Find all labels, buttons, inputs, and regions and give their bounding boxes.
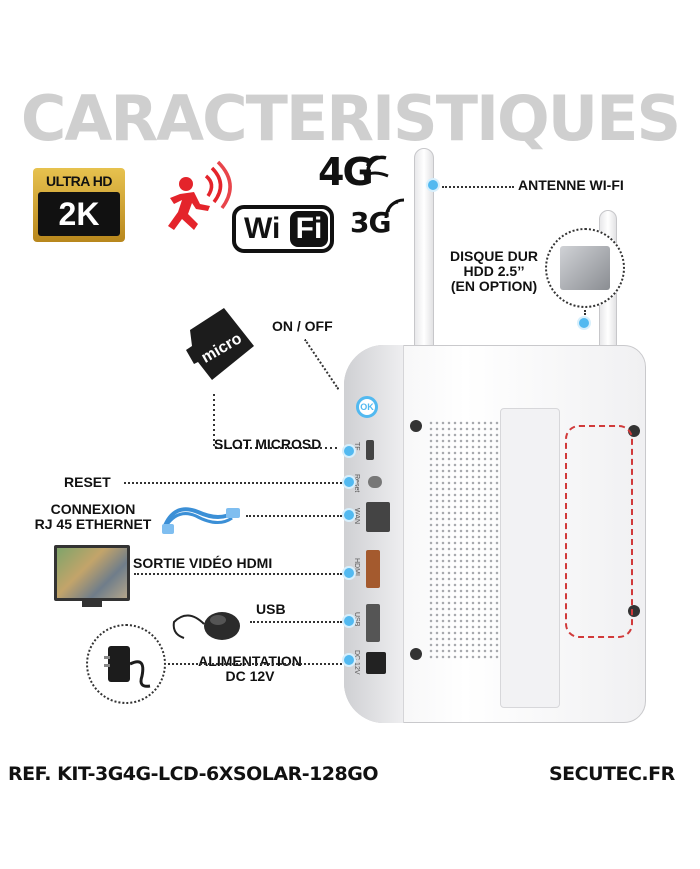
microsd-slot[interactable]	[366, 440, 374, 460]
reset-label: RESET	[64, 474, 111, 490]
reset-connector-line	[124, 482, 342, 484]
port-label-tf: TF	[353, 442, 360, 451]
wifi-badge: Wi Fi	[232, 205, 334, 253]
hdd-marker	[579, 318, 589, 328]
usb-marker	[344, 616, 354, 626]
usb-port[interactable]	[366, 604, 380, 642]
ultra-hd-2k-badge: ULTRA HD 2K	[33, 168, 125, 242]
on-off-label: ON / OFF	[272, 318, 333, 334]
rj45-connector-line	[246, 515, 342, 517]
badge-3g: 3G	[350, 206, 391, 239]
power-button[interactable]: OK	[356, 396, 378, 418]
wifi-badge-wi: Wi	[244, 212, 281, 245]
signal-4g-icon	[363, 155, 389, 178]
product-reference: REF. KIT-3G4G-LCD-6XSOLAR-128GO	[8, 763, 379, 785]
port-label-dc: DC 12V	[353, 650, 360, 675]
antenna-connector-line	[442, 186, 514, 188]
power-adapter-icon	[104, 646, 151, 688]
mouse-icon	[172, 612, 240, 640]
hdmi-connector-line	[134, 573, 342, 575]
usb-label: USB	[256, 601, 286, 617]
hdd-connector-line	[584, 310, 586, 322]
power-supply-connector-line	[168, 663, 342, 665]
hdd-label: DISQUE DUR HDD 2.5’’ (EN OPTION)	[436, 249, 552, 294]
port-label-wan: WAN	[353, 508, 360, 525]
port-label-hdmi: HDMI	[353, 558, 360, 576]
rj45-marker	[344, 510, 354, 520]
hard-drive-icon	[560, 246, 610, 290]
ultra-hd-label: ULTRA HD	[46, 173, 113, 189]
port-label-usb: USB	[353, 612, 360, 627]
antenna-marker	[428, 180, 438, 190]
power-supply-label: ALIMENTATION DC 12V	[182, 654, 318, 684]
wifi-badge-fi: Fi	[290, 211, 328, 247]
usb-connector-line	[250, 621, 342, 623]
monitor-icon	[54, 545, 130, 601]
power-supply-label-line1: ALIMENTATION	[198, 653, 302, 669]
rj45-label: CONNEXION RJ 45 ETHERNET	[24, 502, 162, 532]
microsd-marker	[344, 446, 354, 456]
dc-power-port[interactable]	[366, 652, 386, 674]
ethernet-cable-icon	[162, 507, 240, 534]
resolution-2k-label: 2K	[38, 192, 120, 236]
screw	[410, 420, 422, 432]
reset-button[interactable]	[368, 476, 382, 488]
reset-marker	[344, 477, 354, 487]
hdmi-marker	[344, 568, 354, 578]
monitor-stand	[82, 601, 102, 607]
rj45-label-line1: CONNEXION	[50, 501, 136, 517]
port-label-reset: Reset	[353, 474, 360, 493]
microsd-card-icon: micro	[186, 308, 254, 380]
hdd-label-line2: HDD 2.5’’	[463, 263, 525, 279]
badge-4g: 4G	[318, 150, 374, 194]
speaker-grille	[428, 420, 504, 660]
power-supply-marker	[344, 655, 354, 665]
page-title: CARACTERISTIQUES	[20, 82, 681, 155]
screw	[410, 648, 422, 660]
device-stand	[500, 408, 560, 708]
motion-detection-icon	[168, 160, 232, 230]
microsd-label: SLOT MICROSD	[214, 436, 322, 452]
on-off-connector-line	[304, 338, 340, 390]
antenna-label: ANTENNE WI-FI	[518, 177, 624, 193]
brand-name: SECUTEC.FR	[549, 763, 675, 785]
hdmi-label: SORTIE VIDÉO HDMI	[133, 555, 273, 571]
power-supply-label-line2: DC 12V	[225, 668, 275, 684]
hdd-label-line1: DISQUE DUR	[450, 248, 538, 264]
power-adapter-callout	[86, 624, 166, 704]
rj45-label-line2: RJ 45 ETHERNET	[34, 516, 152, 532]
hdmi-port[interactable]	[366, 550, 380, 588]
hdd-bay-highlight	[565, 425, 633, 638]
rj45-port[interactable]	[366, 502, 390, 532]
signal-3g-icon	[384, 198, 405, 219]
hdd-label-line3: (EN OPTION)	[450, 278, 538, 294]
